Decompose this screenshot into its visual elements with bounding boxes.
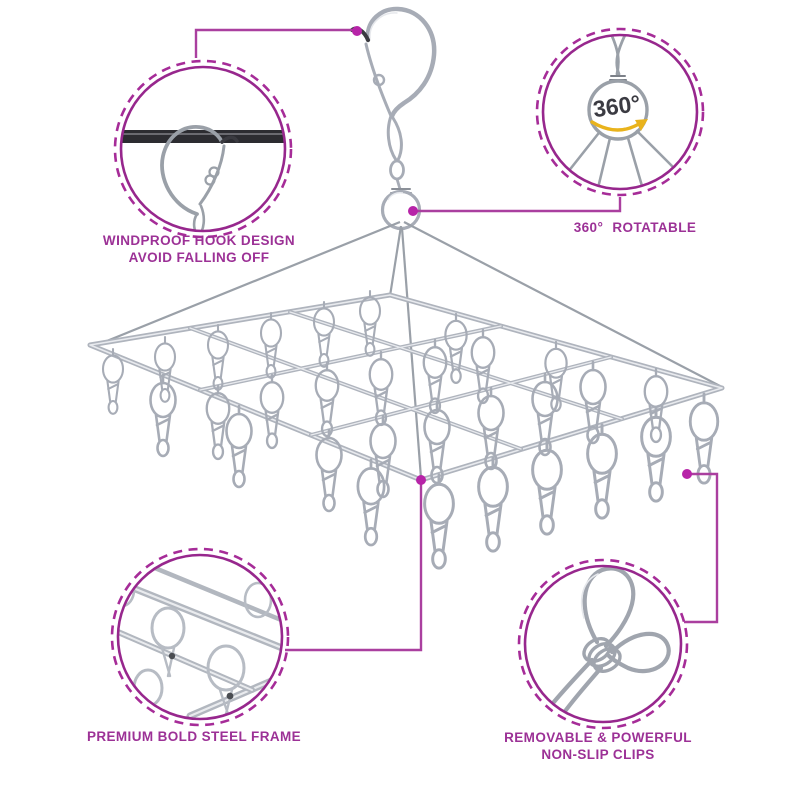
connector-rotate — [408, 197, 622, 216]
callout-circle-clips — [517, 558, 689, 730]
connector-dot-frame — [416, 475, 426, 485]
clip-detail-icon — [544, 566, 671, 722]
clips-label-line2: NON-SLIP CLIPS — [541, 747, 655, 762]
callout-label-hook: WINDPROOF HOOK DESIGN AVOID FALLING OFF — [43, 232, 355, 266]
connector-hook — [194, 26, 362, 58]
laundry-hanger — [87, 6, 725, 570]
clips-label-line1: REMOVABLE & POWERFUL — [504, 730, 692, 745]
connector-clips — [682, 469, 719, 624]
hook-detail-icon — [160, 125, 239, 231]
hook-label-line2: AVOID FALLING OFF — [128, 250, 270, 265]
connector-frame — [285, 475, 426, 652]
callout-label-rotate: 360° ROTATABLE — [573, 220, 697, 235]
callout-circle-frame — [110, 547, 290, 727]
connector-dot-hook — [352, 26, 362, 36]
rotate-detail — [558, 35, 680, 189]
connector-dot-clips — [682, 469, 692, 479]
callout-label-clips: REMOVABLE & POWERFUL NON-SLIP CLIPS — [448, 729, 748, 763]
swivel-link — [386, 114, 412, 197]
callout-circle-hook — [113, 59, 293, 239]
connector-dot-rotate — [408, 206, 418, 216]
rod-icon — [121, 130, 285, 143]
rotation-arrow-icon — [590, 119, 648, 132]
hanger-hook-icon — [350, 6, 437, 119]
callout-label-frame: PREMIUM BOLD STEEL FRAME — [86, 729, 302, 744]
hanger-frame — [87, 292, 725, 483]
frame-detail — [118, 563, 282, 719]
hook-label-line1: WINDPROOF HOOK DESIGN — [102, 233, 296, 248]
callout-circle-rotate: 360° — [535, 27, 705, 197]
